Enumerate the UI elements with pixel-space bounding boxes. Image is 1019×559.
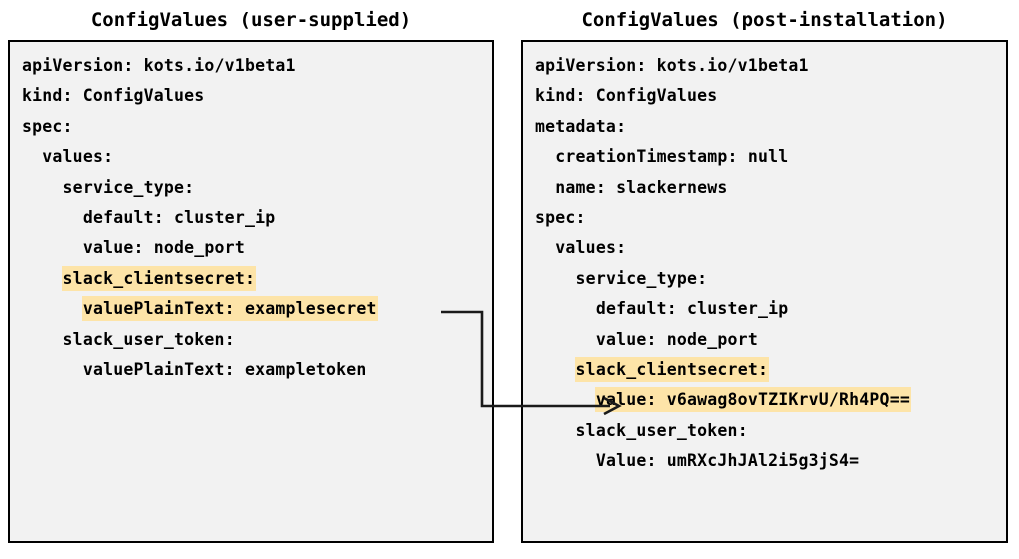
left-panel-configvalues-user-supplied: apiVersion: kots.io/v1beta1 kind: ConfigV…	[8, 40, 494, 543]
code-line: slack_clientsecret:	[535, 355, 994, 385]
code-line: valuePlainText: exampletoken	[22, 355, 480, 385]
code-line: slack_clientsecret:	[22, 264, 480, 294]
code-line-text: valuePlainText: exampletoken	[82, 359, 367, 379]
code-line-text: apiVersion: kots.io/v1beta1	[22, 56, 296, 75]
code-line-text: name: slackernews	[555, 177, 728, 197]
right-panel-code-block: apiVersion: kots.io/v1beta1 kind: ConfigV…	[523, 51, 1006, 476]
code-line: valuePlainText: examplesecret	[22, 294, 480, 324]
code-indent	[22, 269, 63, 288]
code-indent	[535, 451, 596, 470]
code-indent	[22, 238, 83, 257]
code-indent	[535, 147, 555, 166]
left-panel-title: ConfigValues (user-supplied)	[90, 9, 412, 31]
code-line: kind: ConfigValues	[22, 81, 480, 111]
code-line: slack_user_token:	[535, 416, 994, 446]
code-line: value: v6awag8ovTZIKrvU/Rh4PQ==	[535, 385, 994, 415]
code-indent	[22, 147, 42, 166]
code-line: creationTimestamp: null	[535, 142, 994, 172]
right-panel-title: ConfigValues (post-installation)	[581, 9, 948, 31]
code-indent	[535, 360, 576, 379]
code-line-text: value: v6awag8ovTZIKrvU/Rh4PQ==	[595, 388, 910, 412]
code-indent	[22, 360, 83, 379]
code-indent	[22, 299, 83, 318]
code-indent	[535, 330, 596, 349]
code-line: value: node_port	[22, 233, 480, 263]
code-line-text: service_type:	[575, 268, 708, 288]
code-line-text: value: node_port	[595, 329, 758, 349]
code-line: value: node_port	[535, 325, 994, 355]
code-line: default: cluster_ip	[22, 203, 480, 233]
code-line: apiVersion: kots.io/v1beta1	[22, 51, 480, 81]
code-line: values:	[22, 142, 480, 172]
code-line: apiVersion: kots.io/v1beta1	[535, 51, 994, 81]
code-line-text: kind: ConfigValues	[535, 86, 718, 106]
code-line: metadata:	[535, 112, 994, 142]
code-line: name: slackernews	[535, 173, 994, 203]
code-line-text: Value: umRXcJhJAl2i5g3jS4=	[595, 451, 860, 471]
code-line-text: metadata:	[535, 116, 627, 136]
code-indent	[22, 330, 63, 349]
code-indent	[535, 269, 576, 288]
code-line: service_type:	[535, 264, 994, 294]
code-indent	[535, 421, 576, 440]
code-line-text: value: node_port	[82, 238, 245, 258]
code-indent	[535, 238, 555, 257]
code-indent	[22, 178, 63, 197]
code-line: values:	[535, 233, 994, 263]
code-line-text: slack_user_token:	[62, 329, 235, 349]
code-line-text: default: cluster_ip	[82, 207, 276, 227]
code-line-text: apiVersion: kots.io/v1beta1	[535, 56, 809, 75]
code-line-text: values:	[555, 238, 627, 258]
code-line-text: kind: ConfigValues	[22, 86, 205, 106]
code-indent	[535, 390, 596, 409]
code-line-text: slack_clientsecret:	[575, 357, 769, 381]
code-line: spec:	[535, 203, 994, 233]
left-panel-code-block: apiVersion: kots.io/v1beta1 kind: ConfigV…	[10, 51, 492, 385]
code-line-text: slack_clientsecret:	[62, 266, 256, 290]
code-line-text: creationTimestamp: null	[555, 147, 789, 167]
code-line-text: default: cluster_ip	[595, 299, 789, 319]
code-indent	[535, 299, 596, 318]
code-line-text: slack_user_token:	[575, 420, 748, 440]
code-indent	[22, 208, 83, 227]
code-line: spec:	[22, 112, 480, 142]
code-line: service_type:	[22, 173, 480, 203]
code-indent	[535, 178, 555, 197]
code-line-text: valuePlainText: examplesecret	[82, 297, 377, 321]
code-line-text: service_type:	[62, 177, 195, 197]
code-line: Value: umRXcJhJAl2i5g3jS4=	[535, 446, 994, 476]
right-panel-configvalues-post-installation: apiVersion: kots.io/v1beta1 kind: ConfigV…	[521, 40, 1008, 543]
code-line-text: spec:	[22, 116, 73, 136]
code-line-text: values:	[42, 147, 114, 167]
code-line-text: spec:	[535, 207, 586, 227]
code-line: slack_user_token:	[22, 325, 480, 355]
code-line: kind: ConfigValues	[535, 81, 994, 111]
code-line: default: cluster_ip	[535, 294, 994, 324]
